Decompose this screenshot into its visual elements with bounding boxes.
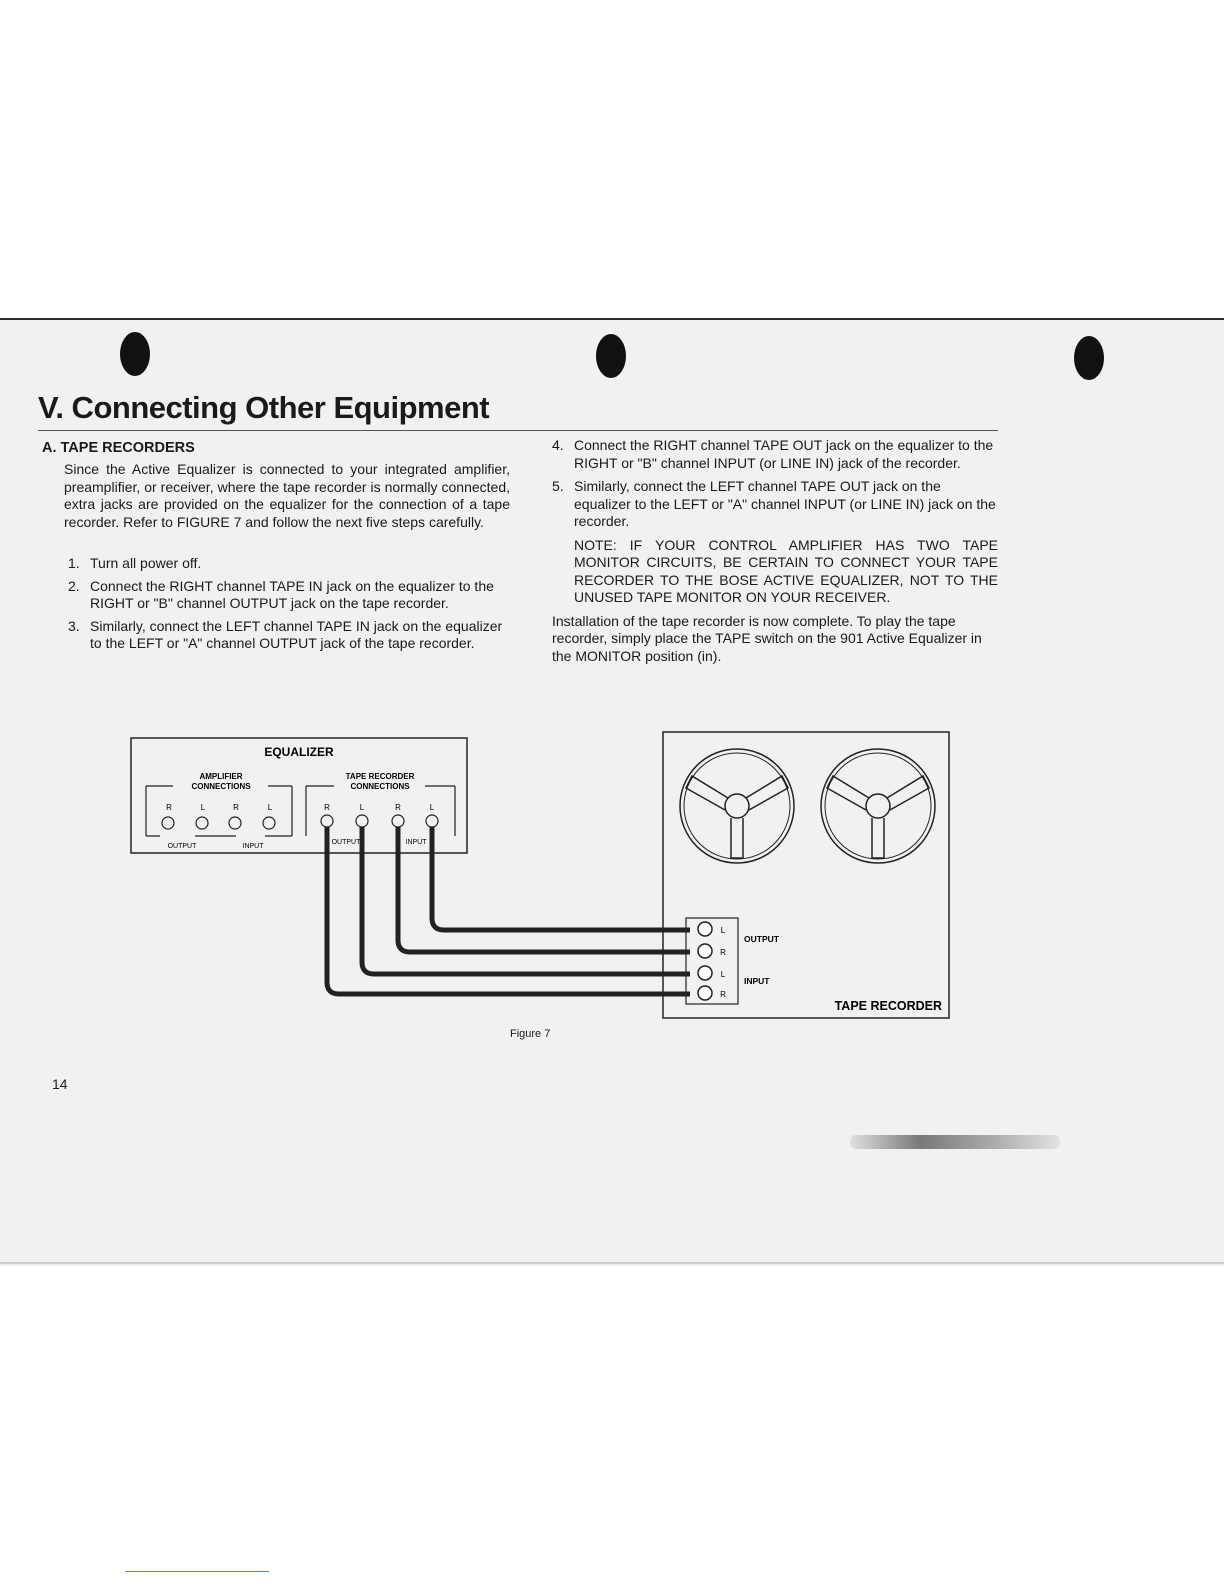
amp-jack	[228, 816, 242, 830]
recorder-jack-label: L	[721, 926, 726, 935]
step-3: 3. Similarly, connect the LEFT channel T…	[68, 618, 512, 653]
tape-recorder-box	[662, 731, 950, 1019]
amp-conn-label-2: CONNECTIONS	[191, 782, 251, 791]
amp-jack	[262, 816, 276, 830]
amp-jack-label: L	[201, 803, 206, 812]
install-paragraph: Installation of the tape recorder is now…	[552, 612, 982, 664]
amp-jack	[195, 816, 209, 830]
step-number: 1.	[68, 555, 80, 571]
cable-right-output	[324, 827, 690, 997]
page-number: 14	[52, 1076, 68, 1092]
tape-jack-label: L	[430, 803, 435, 812]
tape-recorder-label: TAPE RECORDER	[835, 999, 942, 1013]
tape-jack-label: R	[395, 803, 401, 812]
punch-hole	[1074, 336, 1104, 380]
step-number: 3.	[68, 617, 80, 634]
section-heading: A. TAPE RECORDERS	[42, 440, 195, 456]
tape-jack	[355, 814, 369, 828]
tape-input-label: INPUT	[406, 839, 428, 846]
tape-jack-label: L	[360, 803, 365, 812]
tape-conn-label-2: CONNECTIONS	[350, 782, 410, 791]
tape-jack-label: R	[324, 803, 330, 812]
steps-column-2: 4. Connect the RIGHT channel TAPE OUT ja…	[552, 437, 998, 665]
scanned-page	[0, 318, 1224, 1266]
amp-jack-label: R	[233, 803, 239, 812]
recorder-jack-label: R	[720, 948, 726, 957]
step-5: 5. Similarly, connect the LEFT channel T…	[552, 478, 998, 531]
tape-jack	[391, 814, 405, 828]
step-text: Turn all power off.	[90, 555, 202, 571]
amp-jack	[161, 816, 175, 830]
scan-smudge	[850, 1135, 1060, 1149]
step-text: Similarly, connect the LEFT channel TAPE…	[574, 478, 996, 529]
cable-left-output	[359, 827, 690, 977]
step-number: 5.	[552, 478, 564, 494]
punch-hole	[596, 334, 626, 378]
equalizer-box	[130, 737, 468, 854]
tape-conn-bracket	[305, 785, 456, 836]
step-number: 2.	[68, 577, 80, 594]
step-2: 2. Connect the RIGHT channel TAPE IN jac…	[68, 578, 512, 613]
tape-conn-label-1: TAPE RECORDER	[346, 772, 415, 781]
recorder-jack	[697, 921, 713, 937]
amp-input-label: INPUT	[243, 843, 265, 850]
reel-left	[679, 748, 795, 864]
amp-jack-label: R	[166, 803, 172, 812]
amp-output-label: OUTPUT	[168, 843, 198, 850]
recorder-jack-label: R	[720, 990, 726, 999]
cable-right-input	[395, 827, 690, 955]
note-paragraph: NOTE: IF YOUR CONTROL AMPLIFIER HAS TWO …	[574, 536, 998, 606]
recorder-jack	[697, 943, 713, 959]
tape-jack	[320, 814, 334, 828]
steps-column-1: 1. Turn all power off. 2. Connect the RI…	[68, 555, 512, 658]
step-4: 4. Connect the RIGHT channel TAPE OUT ja…	[552, 437, 998, 472]
tape-output-label: OUTPUT	[332, 839, 362, 846]
step-text: Connect the RIGHT channel TAPE IN jack o…	[90, 577, 494, 612]
step-number: 4.	[552, 437, 564, 453]
recorder-output-label: OUTPUT	[744, 934, 780, 944]
recorder-jack	[697, 985, 713, 1001]
punch-hole	[120, 332, 150, 376]
step-text: Similarly, connect the LEFT channel TAPE…	[90, 617, 503, 652]
amp-conn-bracket	[145, 785, 293, 837]
figure-caption: Figure 7	[510, 1028, 551, 1040]
intro-paragraph: Since the Active Equalizer is connected …	[64, 461, 510, 530]
amp-jack-label: L	[268, 803, 273, 812]
recorder-input-label: INPUT	[744, 976, 770, 986]
step-text: Connect the RIGHT channel TAPE OUT jack …	[574, 437, 994, 471]
step-1: 1. Turn all power off.	[68, 555, 512, 573]
recorder-jack-label: L	[721, 970, 726, 979]
page-edge	[0, 1262, 1224, 1264]
page-title: V. Connecting Other Equipment	[38, 390, 490, 425]
amp-conn-label-1: AMPLIFIER	[199, 772, 242, 781]
footnote-rule	[125, 1571, 269, 1572]
recorder-jack	[697, 965, 713, 981]
tape-jack	[425, 814, 439, 828]
equalizer-label: EQUALIZER	[264, 745, 334, 759]
reel-right	[820, 748, 936, 864]
recorder-jack-panel	[685, 917, 739, 1005]
cable-left-input	[429, 827, 690, 933]
title-rule	[38, 430, 998, 431]
